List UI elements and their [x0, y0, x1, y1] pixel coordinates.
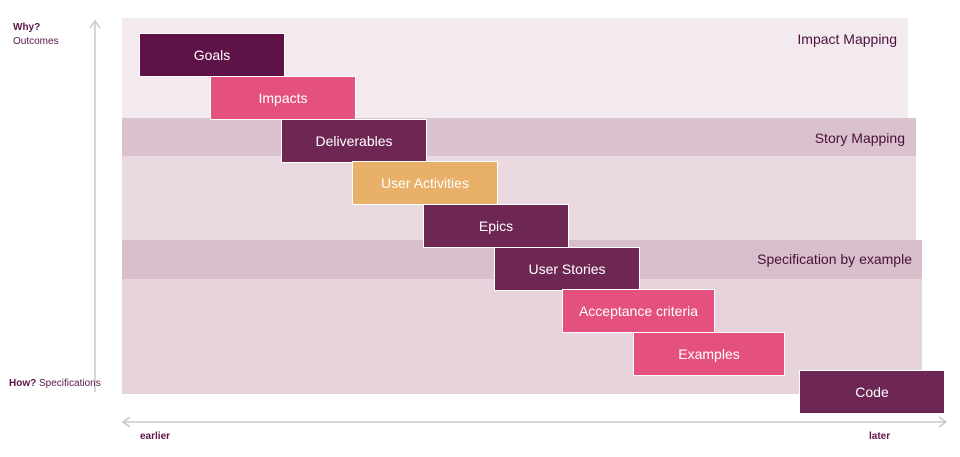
specification-title: Specification by example	[757, 251, 912, 267]
y-axis-bottom-label: How? Specifications	[9, 377, 101, 391]
goals-box: Goals	[139, 33, 285, 77]
examples-box: Examples	[633, 332, 785, 376]
how-label: How?	[9, 378, 37, 389]
y-axis-top-label: Why? Outcomes	[13, 21, 59, 49]
specifications-label: Specifications	[39, 378, 101, 389]
story-mapping-title: Story Mapping	[814, 130, 905, 146]
x-axis-later-label: later	[869, 431, 891, 442]
why-label: Why?	[13, 22, 41, 33]
acceptance-criteria-box: Acceptance criteria	[562, 289, 715, 333]
code-box: Code	[799, 370, 945, 414]
y-axis-arrow	[89, 19, 101, 392]
x-axis-arrow	[121, 416, 948, 428]
user-activities-box: User Activities	[352, 161, 498, 205]
outcomes-label: Outcomes	[13, 36, 59, 47]
story-mapping-header	[122, 118, 916, 156]
x-axis-earlier-label: earlier	[140, 431, 171, 442]
user-stories-box: User Stories	[494, 247, 640, 291]
deliverables-box: Deliverables	[281, 119, 427, 163]
epics-box: Epics	[423, 204, 569, 248]
impact-mapping-title: Impact Mapping	[797, 31, 897, 47]
impacts-box: Impacts	[210, 76, 356, 120]
